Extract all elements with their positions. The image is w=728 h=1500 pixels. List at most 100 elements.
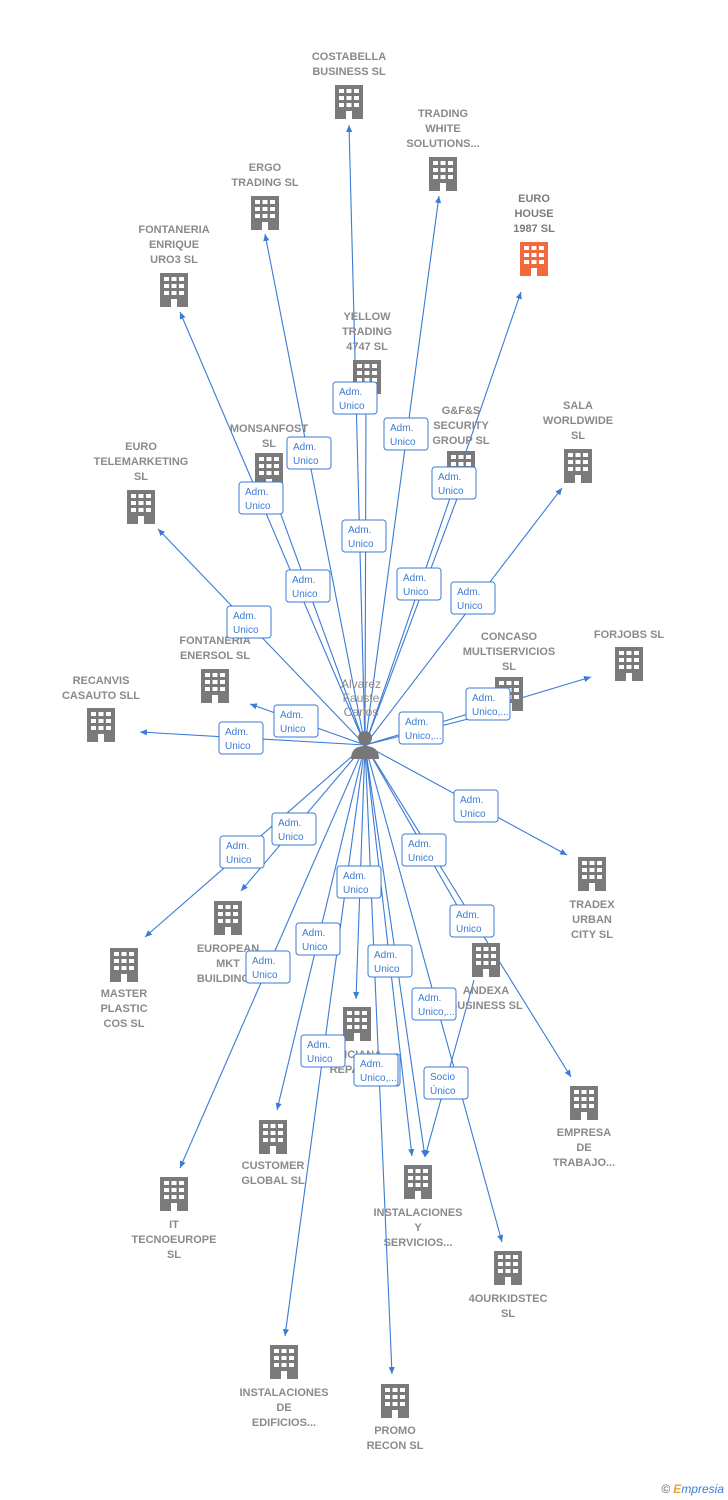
building-icon [343,1007,371,1041]
edge-label[interactable]: Adm.Unico [401,833,447,867]
company-name: COS SL [104,1018,145,1030]
company-node-recanvis[interactable]: RECANVIS CASAUTO SLL [62,675,140,742]
edge-label[interactable]: Adm.Unico [271,812,317,846]
company-name: CASAUTO SLL [62,690,140,702]
company-name: SERVICIOS... [384,1237,453,1249]
edge-label-box [449,904,495,938]
edge-label[interactable]: Adm.Unico [219,835,265,869]
company-node-andexa[interactable]: ANDEXA BUSINESS SL [449,943,523,1012]
edge-label-box [401,833,447,867]
edge-label-box [336,865,382,899]
company-name: BUILDING... [197,973,259,985]
company-name: SL [262,438,276,450]
edge-label-text: Adm. [360,1059,383,1070]
company-name: ANDEXA [463,985,510,997]
building-icon [615,647,643,681]
edge-label-text: Adm. [339,387,362,398]
edge-label[interactable]: Adm.Unico [300,1034,346,1068]
edge-label[interactable]: Adm.Unico,... [411,987,457,1021]
edge-label[interactable]: Adm.Unico,... [465,687,511,721]
company-name: INSTALACIONES [239,1387,328,1399]
edge-label[interactable]: Adm.Unico [245,950,291,984]
company-node-forjobs[interactable]: FORJOBS SL [594,629,665,681]
company-name: RECANVIS [73,675,130,687]
edge-label-text: Adm. [307,1040,330,1051]
edge-label[interactable]: Adm. Unico [332,381,378,415]
building-icon [381,1384,409,1418]
edge-label[interactable]: Adm.Unico [449,904,495,938]
edge-label[interactable]: Adm.Unico [295,922,341,956]
edge-label-text: Unico [339,401,365,412]
company-node-european[interactable]: EUROPEANMKTBUILDING... [197,901,259,985]
edge-label[interactable]: Adm.Unico [383,417,429,451]
company-name: BUSINESS SL [449,1000,523,1012]
edge-label[interactable]: Adm.Unico [431,466,477,500]
edge-label[interactable]: Adm.Unico,... [353,1053,399,1087]
edge-to-yellow [362,397,370,746]
edge-label[interactable]: Adm.Unico [396,567,442,601]
company-node-trading-white[interactable]: TRADINGWHITESOLUTIONS... [406,108,480,191]
company-name: CONCASO [481,631,538,643]
edge-label-box [219,835,265,869]
company-name: G&F&S [442,405,481,417]
edge-label[interactable]: Adm.Unico,... [398,711,444,745]
edge-label-box [341,519,387,553]
edge-label-text: Unico [226,855,252,866]
edge-label-text: Unico [403,587,429,598]
company-node-instalaciones-servicios[interactable]: INSTALACIONESYSERVICIOS... [373,1165,463,1249]
company-node-instalaciones-edificios[interactable]: INSTALACIONESDEEDIFICIOS... [239,1345,329,1429]
building-icon [110,948,138,982]
company-name: MKT [216,958,240,970]
person-name: Fauste [343,691,380,705]
edge-label-text: Unico [245,501,271,512]
edge-label-text: Unico [233,625,259,636]
edge-label[interactable]: Adm.Unico [273,704,319,738]
edge-label-box [383,417,429,451]
edge-label[interactable]: Adm.Unico [450,581,496,615]
building-icon [578,857,606,891]
edge-label-text: Unico [460,809,486,820]
edge-label[interactable]: Adm.Unico [238,481,284,515]
building-icon [251,196,279,230]
edge-label-text: Adm. [302,928,325,939]
edge-label[interactable]: Adm.Unico [453,789,499,823]
edge-label-box [423,1066,469,1100]
edge-label[interactable]: Adm.Unico [226,605,272,639]
edge-label-text: Unico [343,885,369,896]
edge-labels-layer: Adm.UnicoAdm.UnicoAdm.UnicoAdm.UnicoAdm.… [218,381,511,1100]
company-name: TRABAJO... [553,1157,615,1169]
building-icon [494,1251,522,1285]
edge-label[interactable]: Adm. Unico [336,865,382,899]
person-name: Carlos [344,705,379,719]
edge-label[interactable]: Adm.Unico [286,436,332,470]
edge-label-text: Unico [278,832,304,843]
building-icon [87,708,115,742]
edge-label[interactable]: Adm.Unico [341,519,387,553]
edge-label-text: Adm. [343,871,366,882]
edge-label-text: Adm. [374,950,397,961]
company-node-empresa[interactable]: EMPRESADETRABAJO... [553,1086,615,1169]
edge-label-box [353,1053,399,1087]
edge-label[interactable]: Adm.Unico [285,569,331,603]
edge-label[interactable]: Adm.Unico [367,944,413,978]
edge-label[interactable]: Adm.Unico [218,721,264,755]
